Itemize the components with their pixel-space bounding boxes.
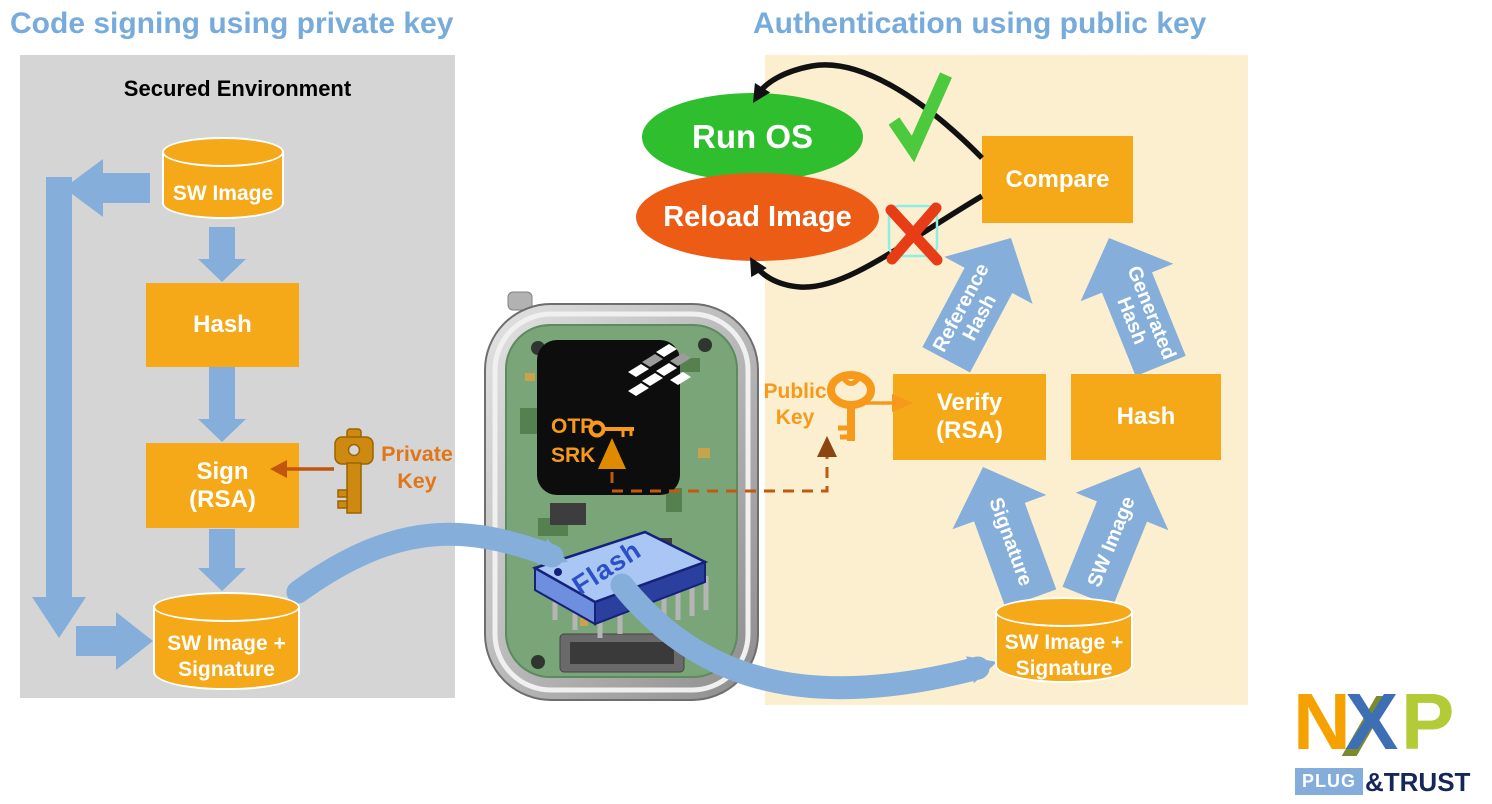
public-key-arrow bbox=[860, 394, 913, 412]
pcb-components bbox=[520, 338, 715, 673]
arrow-reference-hash bbox=[922, 238, 1033, 373]
check-icon bbox=[888, 72, 952, 163]
nxp-letter-n: N bbox=[1293, 677, 1351, 766]
compare-to-runos-curve bbox=[753, 62, 984, 160]
sign-box: Sign (RSA) bbox=[146, 443, 299, 528]
compare-to-reload-curve bbox=[750, 193, 984, 290]
device-board-graphic bbox=[484, 291, 759, 701]
arrow-generated-hash bbox=[1080, 238, 1186, 377]
hash-box-right: Hash bbox=[1071, 374, 1221, 460]
arrow-hash-to-sign bbox=[198, 367, 246, 442]
signed-image-label-right: SW Image + Signature bbox=[1004, 630, 1124, 680]
swoosh-flash-to-signed-image bbox=[610, 573, 997, 700]
hash-box: Hash bbox=[146, 283, 299, 367]
chip-logo-icon bbox=[628, 344, 691, 396]
x-icon bbox=[885, 202, 943, 266]
private-key-icon bbox=[334, 428, 374, 514]
arrow-vertical-bypass bbox=[32, 177, 86, 638]
device-top-nub bbox=[507, 291, 533, 311]
arrow-sign-to-cylinder bbox=[198, 529, 246, 591]
otp-key-icon bbox=[588, 420, 634, 438]
arrow-swimage-left bbox=[64, 159, 150, 217]
nxp-letter-x: X bbox=[1345, 677, 1399, 766]
srk-up-arrow bbox=[598, 438, 626, 469]
arrow-swimage-to-hash bbox=[198, 227, 246, 282]
verify-box: Verify (RSA) bbox=[893, 374, 1046, 460]
arrow-sw-image-up bbox=[1062, 467, 1169, 607]
signed-image-cylinder-left: SW Image + Signature bbox=[153, 592, 300, 690]
compare-box: Compare bbox=[982, 136, 1133, 223]
otp-label: OTP bbox=[551, 415, 595, 438]
public-key-icon bbox=[827, 371, 875, 441]
soc-chip bbox=[537, 340, 680, 495]
signed-image-label-left: SW Image + Signature bbox=[167, 631, 286, 681]
trust-text: &TRUST bbox=[1365, 767, 1471, 797]
sw-image-cylinder: SW Image bbox=[162, 137, 284, 219]
arrow-into-signed-cylinder bbox=[76, 612, 153, 670]
srk-to-publickey-dashed-line bbox=[610, 436, 837, 493]
private-key-label: Private Key bbox=[381, 442, 453, 493]
nxp-letter-p: P bbox=[1401, 677, 1455, 766]
flash-chip-graphic bbox=[531, 530, 709, 638]
swoosh-signed-image-to-flash bbox=[286, 522, 568, 604]
run-os-ellipse: Run OS bbox=[642, 93, 863, 181]
left-title: Code signing using private key bbox=[10, 7, 454, 40]
private-key-arrow bbox=[270, 460, 334, 478]
plug-badge: PLUG bbox=[1295, 768, 1363, 795]
arrow-signature bbox=[952, 467, 1057, 608]
plug-text: PLUG bbox=[1301, 771, 1356, 791]
signed-image-cylinder-right: SW Image + Signature bbox=[995, 597, 1133, 683]
secured-environment-label: Secured Environment bbox=[123, 76, 352, 101]
reload-image-ellipse: Reload Image bbox=[636, 173, 879, 261]
right-title: Authentication using public key bbox=[753, 7, 1207, 40]
srk-label: SRK bbox=[551, 444, 596, 467]
sw-image-label: SW Image bbox=[172, 181, 274, 205]
checkbox-outline bbox=[887, 204, 939, 258]
public-key-label: Public Key bbox=[763, 380, 827, 430]
nxp-logo: N X P PLUG &TRUST bbox=[1293, 682, 1485, 800]
